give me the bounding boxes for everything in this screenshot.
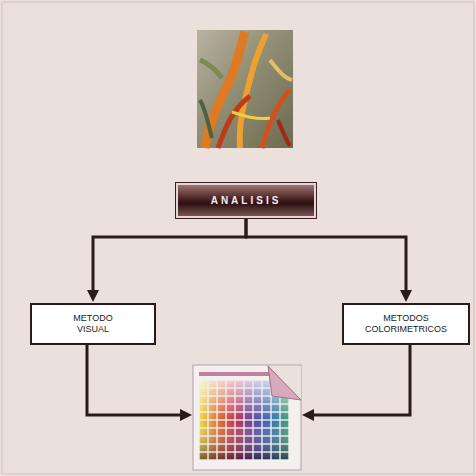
color-chart — [193, 365, 301, 470]
heading-box: ANALISIS — [176, 183, 316, 218]
arrowhead — [400, 290, 412, 302]
arrowhead — [87, 290, 99, 302]
process-box: METODOS COLORIMETRICOS — [342, 303, 470, 345]
process-box: METODO VISUAL — [30, 303, 156, 345]
painting — [197, 30, 293, 148]
box-label: METODOS COLORIMETRICOS — [365, 313, 447, 335]
box-label: METODO VISUAL — [73, 313, 112, 335]
connector-line — [93, 219, 246, 291]
connector-arrow — [246, 219, 412, 302]
arrowhead — [302, 409, 314, 421]
box-label: ANALISIS — [211, 195, 282, 206]
connector-arrow — [87, 219, 246, 302]
chart-arrows — [87, 345, 410, 415]
arrowhead — [180, 409, 192, 421]
connector-line — [246, 219, 406, 291]
